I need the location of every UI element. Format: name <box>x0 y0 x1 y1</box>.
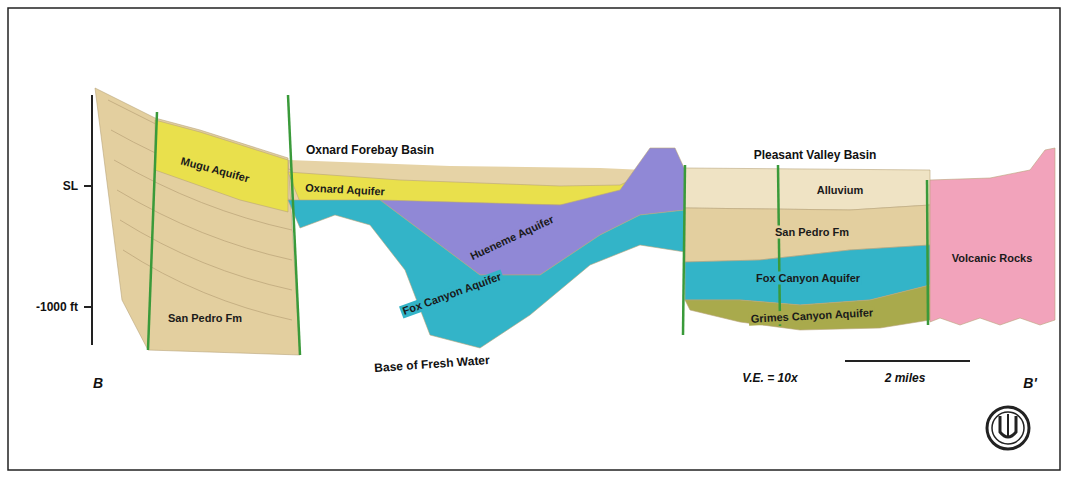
section-label: 2 miles <box>883 371 928 385</box>
bedding-line <box>108 100 292 170</box>
section-label: Base of Fresh Water <box>372 353 492 375</box>
layer-label: Fox Canyon Aquifer <box>399 269 505 318</box>
scale-bar <box>845 360 970 362</box>
section-label: Oxnard Forebay Basin <box>304 143 436 157</box>
layer-label: Oxnard Aquifer <box>303 181 387 198</box>
stratum-fill <box>155 120 288 212</box>
layer-label: San Pedro Fm <box>166 312 244 325</box>
stratum-fill <box>685 285 930 330</box>
logo <box>987 407 1029 449</box>
stratum-fill <box>288 172 652 205</box>
fault <box>683 165 685 335</box>
section-label: Pleasant Valley Basin <box>752 148 879 162</box>
fault <box>288 95 300 355</box>
surface-sediment <box>288 150 660 205</box>
layer-label: Alluvium <box>815 184 865 197</box>
bedding-line <box>111 130 292 200</box>
layer-label: Hueneme Aquifer <box>466 212 557 264</box>
stratum-fill <box>930 148 1055 325</box>
layer-label: San Pedro Fm <box>773 226 851 239</box>
fault <box>778 165 780 326</box>
layer-label: Grimes Canyon Aquifer <box>749 306 876 326</box>
section-label: SL <box>61 179 80 193</box>
stratum-fill <box>685 168 930 210</box>
layer-label: Mugu Aquifer <box>177 154 252 186</box>
section-label: B <box>91 376 105 390</box>
fault <box>927 180 928 325</box>
stratum-fill <box>95 88 300 355</box>
layer-label: Fox Canyon Aquifer <box>754 272 862 285</box>
fault <box>148 112 157 350</box>
stratum-fill <box>380 148 685 275</box>
bedding-line <box>120 220 292 290</box>
frame <box>8 8 1060 470</box>
bedding-line <box>117 190 292 260</box>
bedding-line <box>114 160 292 230</box>
axis-tick <box>84 306 92 308</box>
section-label: B' <box>1021 376 1038 390</box>
section-label: -1000 ft <box>34 300 80 314</box>
axis-tick <box>84 185 92 187</box>
stratum-fill <box>288 200 685 348</box>
stratum-fill <box>685 205 930 262</box>
stratum-fill <box>685 245 930 305</box>
layer-label: Volcanic Rocks <box>950 252 1035 265</box>
section-label: V.E. = 10x <box>740 371 799 385</box>
